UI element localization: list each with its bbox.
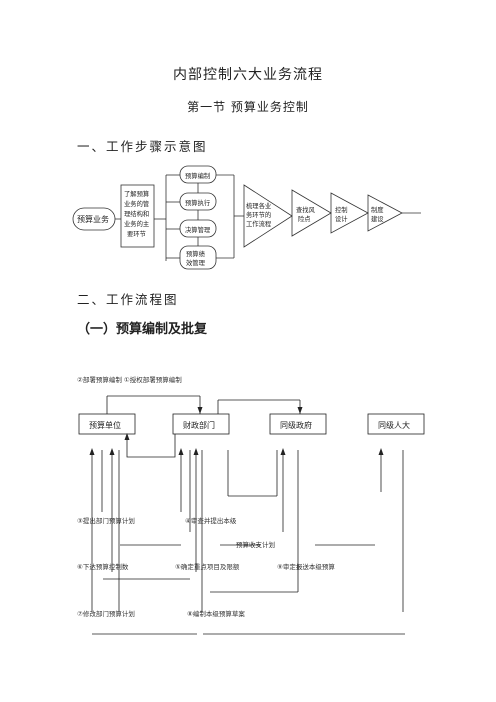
step-flow-triangle xyxy=(243,184,293,248)
step-system-line-1: 制度 xyxy=(371,205,384,214)
section-title: 第一节 预算业务控制 xyxy=(187,100,309,114)
stage-budget-exec-label: 预算执行 xyxy=(185,198,211,207)
flow-label-6: ⑥下达预算控制数 xyxy=(77,563,129,571)
stage-budget-prep-label: 预算编制 xyxy=(185,171,210,180)
flow-label-7: ⑦修改部门预算计划 xyxy=(77,610,135,618)
arrow-up xyxy=(378,448,384,455)
entity-finance-dept-label: 财政部门 xyxy=(183,420,215,430)
step-flow-line-2: 务环节的 xyxy=(246,210,271,219)
understand-box xyxy=(120,184,155,248)
document-title: 内部控制六大业务流程 xyxy=(173,67,323,83)
arrow-up xyxy=(109,448,115,455)
understand-line-1: 了解预算 xyxy=(124,189,149,198)
flow-label-3: ③提出部门预算计划 xyxy=(77,517,135,525)
entity-budget-unit-label: 预算单位 xyxy=(89,420,121,430)
arrow-down xyxy=(297,407,303,414)
step-system-triangle xyxy=(367,194,403,232)
entity-congress-label: 同级人大 xyxy=(378,420,410,430)
step-flow-line-3: 工作流程 xyxy=(246,219,272,228)
understand-line-4: 业务的主 xyxy=(124,219,149,228)
heading-work-steps: 一、工作步骤示意图 xyxy=(77,139,208,154)
flow-label-9: ⑨审定报送本级预算 xyxy=(277,563,335,571)
step-control-line-2: 设计 xyxy=(335,214,348,223)
entity-gov xyxy=(269,413,327,435)
step-risk-line-1: 查找风 xyxy=(296,205,316,214)
entity-congress xyxy=(367,413,425,435)
heading-workflow: 二、工作流程图 xyxy=(77,292,179,307)
start-label: 预算业务 xyxy=(77,214,109,224)
step-control-line-1: 控制 xyxy=(335,205,348,214)
understand-line-3: 理结构和 xyxy=(124,209,149,218)
heading-budget-prep: （一）预算编制及批复 xyxy=(77,322,208,337)
step-system-line-2: 建设 xyxy=(371,214,384,223)
flow-label-budget-plan: 预算收支计划 xyxy=(236,541,275,549)
arrow-up xyxy=(89,448,95,455)
step-risk-line-2: 险点 xyxy=(298,214,311,223)
stage-final-accounts-label: 决算管理 xyxy=(185,225,211,234)
entity-budget-unit xyxy=(78,413,136,435)
arrow-up xyxy=(124,433,130,440)
arrow-down xyxy=(197,407,203,414)
step-flow-line-1: 梳理各业 xyxy=(246,201,271,210)
step-control-triangle xyxy=(330,192,369,234)
stage-performance-label-2: 效管理 xyxy=(186,258,206,267)
arrow-up xyxy=(193,448,199,455)
flow-top-note: ②部署预算编制 ①授权部署预算编制 xyxy=(77,376,182,384)
flow-label-5: ⑤确定重点项目及限额 xyxy=(175,563,240,571)
flow-label-8: ⑧编制本级预算草案 xyxy=(187,610,245,618)
flow-label-4: ④审查并提出本级 xyxy=(185,517,237,525)
understand-line-2: 业务的管 xyxy=(124,199,149,208)
understand-line-5: 要环节 xyxy=(127,230,146,238)
arrow-up xyxy=(178,448,184,455)
entity-finance-dept xyxy=(172,413,230,435)
stage-performance-label-1: 预算绩 xyxy=(186,249,206,258)
step-risk-triangle xyxy=(291,189,332,237)
entity-gov-label: 同级政府 xyxy=(280,420,312,430)
arrow-up xyxy=(280,448,286,455)
